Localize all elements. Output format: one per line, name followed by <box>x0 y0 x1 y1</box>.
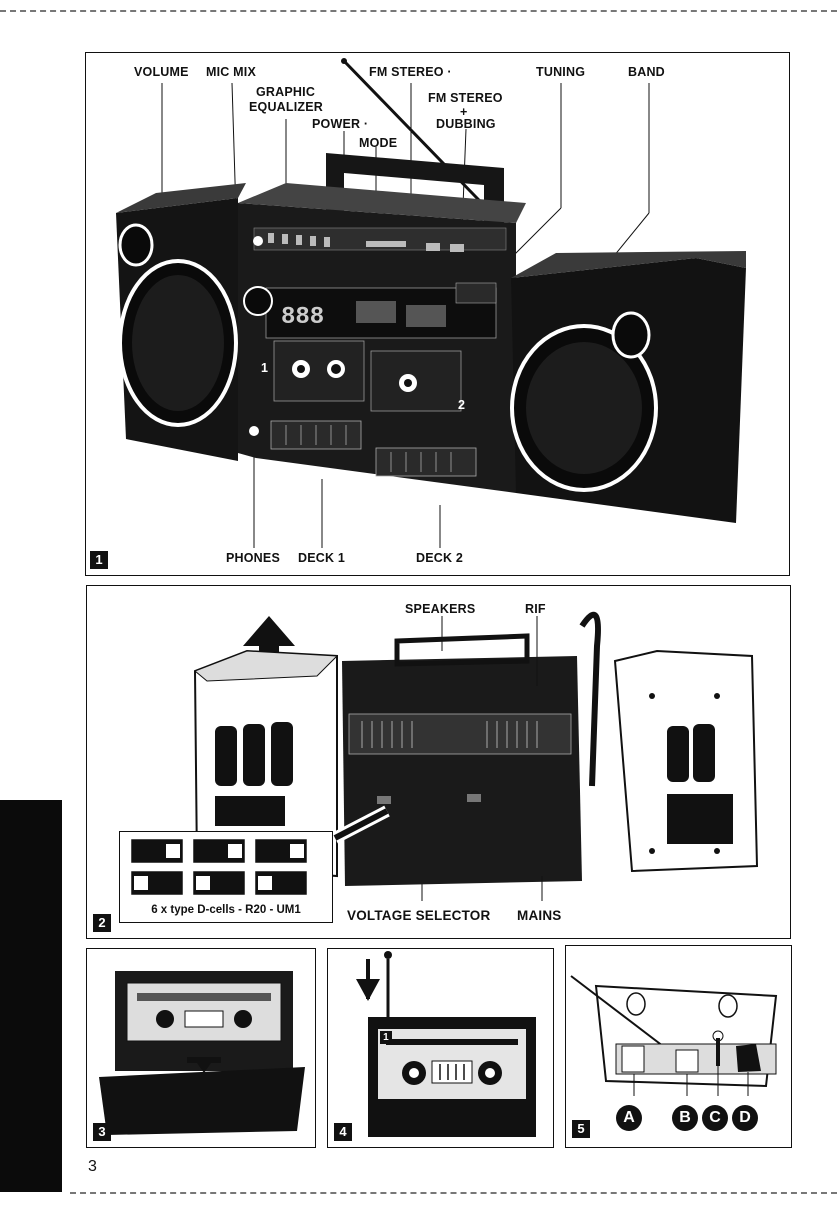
figure-5-panel: A B C D 5 <box>565 945 792 1148</box>
volume-label: VOLUME <box>134 65 189 79</box>
power-label: POWER · <box>312 117 369 131</box>
battery-caption: 6 x type D-cells - R20 - UM1 <box>151 904 301 916</box>
figure-2-panel: 6 x type D-cells - R20 - UM1 SPEAKERS RI… <box>86 585 791 939</box>
cassette-insert-illustration <box>99 971 305 1135</box>
rif-label: RIF <box>525 602 546 616</box>
mains-label: MAINS <box>517 908 562 923</box>
deck-1-marker: 1 <box>261 361 269 375</box>
deck-2-marker: 2 <box>458 398 466 412</box>
cassette-orientation-illustration <box>356 951 536 1137</box>
deck-2-label: DECK 2 <box>416 551 464 565</box>
speakers-label: SPEAKERS <box>405 602 476 616</box>
figure-3-number: 3 <box>93 1123 111 1141</box>
svg-text:888: 888 <box>281 304 324 331</box>
top-dashed-rule <box>0 10 837 14</box>
boombox-front-illustration: 888 <box>116 58 746 548</box>
page-number: 3 <box>88 1158 97 1175</box>
fm-stereo-label: FM STEREO · <box>369 65 452 79</box>
figure-1-panel: 888 VOLUME MIC MIX GRAPHIC EQUA <box>85 52 790 576</box>
figure-3-panel: 3 <box>86 948 316 1148</box>
figure-1-number: 1 <box>90 551 108 569</box>
graphic-equalizer-label-line1: GRAPHIC <box>256 85 316 99</box>
bottom-dashed-rule <box>70 1192 837 1194</box>
fm-stereo-dubbing-label-line3: DUBBING <box>436 117 496 131</box>
fm-stereo-dubbing-label-line2: + <box>460 105 468 119</box>
phones-label: PHONES <box>226 551 280 565</box>
band-label: BAND <box>628 65 665 79</box>
cleaning-point-b: B <box>672 1105 698 1131</box>
figure-4-number: 4 <box>334 1123 352 1141</box>
battery-cells-illustration <box>131 839 307 895</box>
battery-compartment-inset: 6 x type D-cells - R20 - UM1 <box>119 831 333 923</box>
cleaning-point-c: C <box>702 1105 728 1131</box>
cleaning-point-a: A <box>616 1105 642 1131</box>
figure-4-panel: 1 4 <box>327 948 554 1148</box>
figure-2-number: 2 <box>93 914 111 932</box>
cassette-side-marker: 1 <box>380 1031 392 1044</box>
cleaning-point-d: D <box>732 1105 758 1131</box>
page-edge-tab <box>0 800 62 1192</box>
figure-5-number: 5 <box>572 1120 590 1138</box>
deck-1-label: DECK 1 <box>298 551 346 565</box>
voltage-selector-label: VOLTAGE SELECTOR <box>347 908 491 923</box>
graphic-equalizer-label-line2: EQUALIZER <box>249 100 324 114</box>
tape-head-cleaning-illustration <box>570 975 778 1096</box>
mic-mix-label: MIC MIX <box>206 65 257 79</box>
mode-label: MODE <box>359 136 398 150</box>
fm-stereo-dubbing-label-line1: FM STEREO <box>428 91 503 105</box>
tuning-label: TUNING <box>536 65 586 79</box>
